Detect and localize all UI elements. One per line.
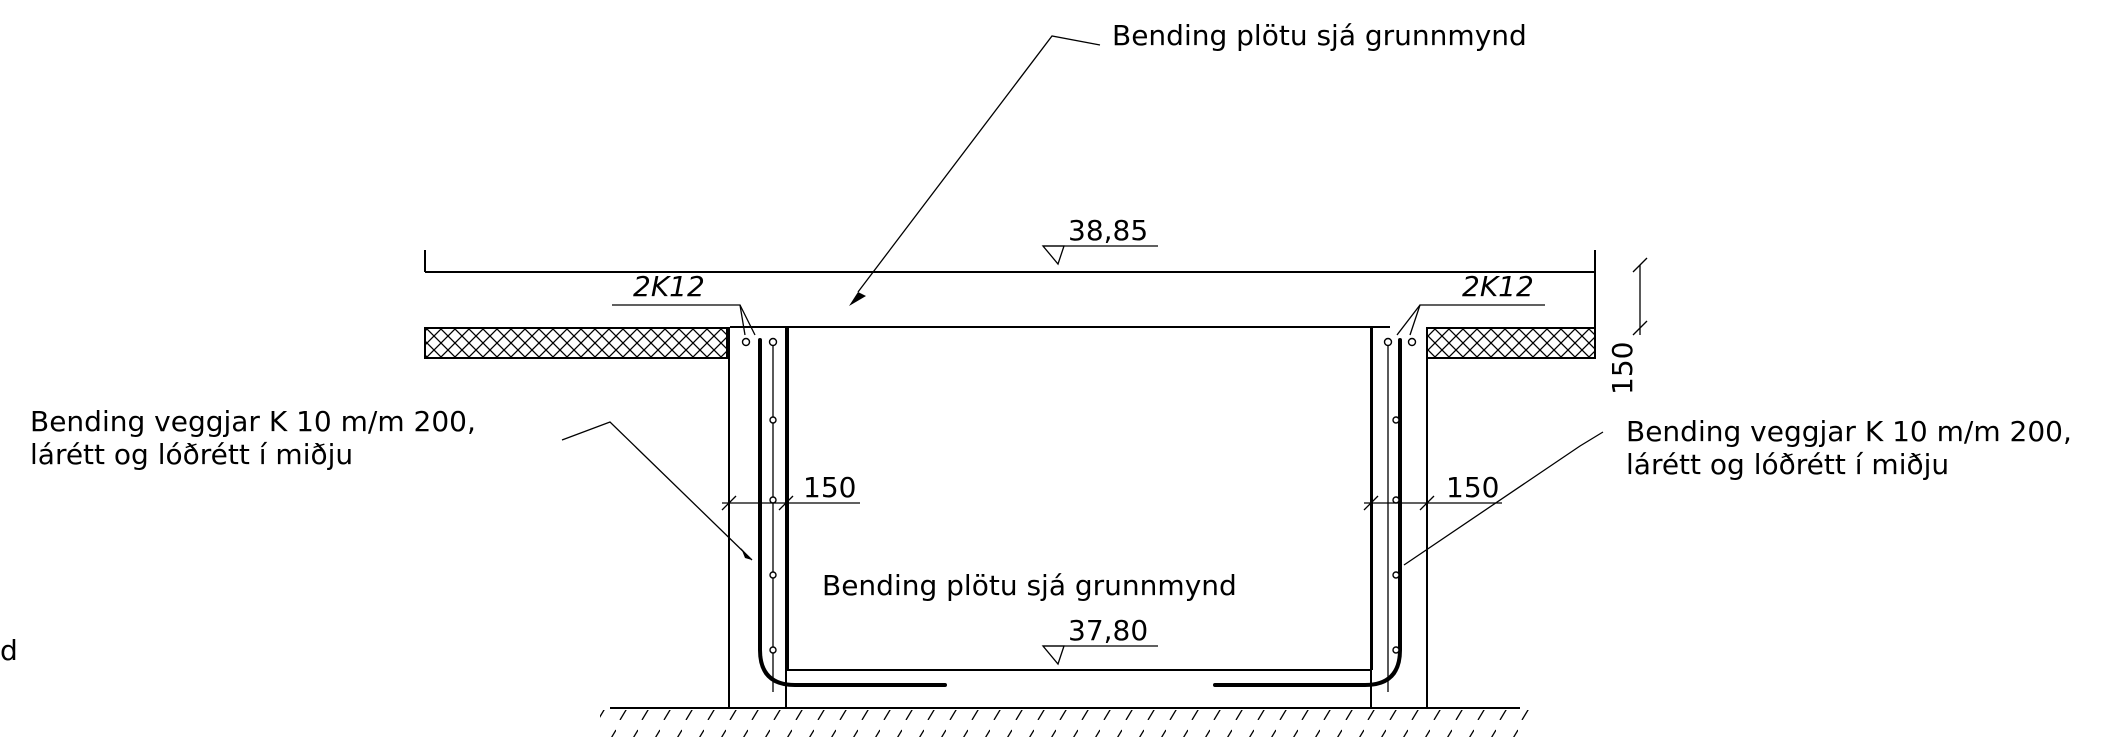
ground-hatch [600,710,1530,737]
roof-slab [424,250,1596,670]
dimension-right-text: 150 [1446,471,1499,504]
dimension-left-wall: 150 [721,471,860,511]
dimension-left-text: 150 [803,471,856,504]
wall-reinforcement-left-line2: lárétt og lóðrétt í miðju [30,438,353,471]
right-wall [1370,327,1428,708]
slab-reinforcement-bottom-note: Bending plötu sjá grunnmynd [822,569,1237,602]
rebar-label-left: 2K12 [633,270,705,303]
edge-fragment-text: d [0,634,18,667]
dimension-slab-text: 150 [1606,342,1639,395]
slab-reinforcement-top-note: Bending plötu sjá grunnmynd [1112,19,1527,52]
wall-reinforcement-right-line2: lárétt og lóðrétt í miðju [1626,448,1949,481]
rebar-label-right: 2K12 [1462,270,1534,303]
level-bottom-text: 37,80 [1068,614,1148,647]
insulation-right [1426,327,1596,359]
left-wall-reinforcement [741,337,947,692]
insulation-left [424,327,728,359]
right-wall-reinforcement [1213,337,1417,692]
left-wall [728,327,787,708]
wall-reinforcement-left-line1: Bending veggjar K 10 m/m 200, [30,405,476,438]
leader-lines [561,35,1604,566]
floor-slab [610,669,1520,709]
level-marker-top: 38,85 [1041,214,1158,266]
dimension-slab: 150 [1606,257,1648,395]
dimension-right-wall: 150 [1363,471,1502,511]
wall-reinforcement-right-line1: Bending veggjar K 10 m/m 200, [1626,415,2072,448]
level-top-text: 38,85 [1068,214,1148,247]
level-marker-bottom: 37,80 [1041,614,1158,666]
